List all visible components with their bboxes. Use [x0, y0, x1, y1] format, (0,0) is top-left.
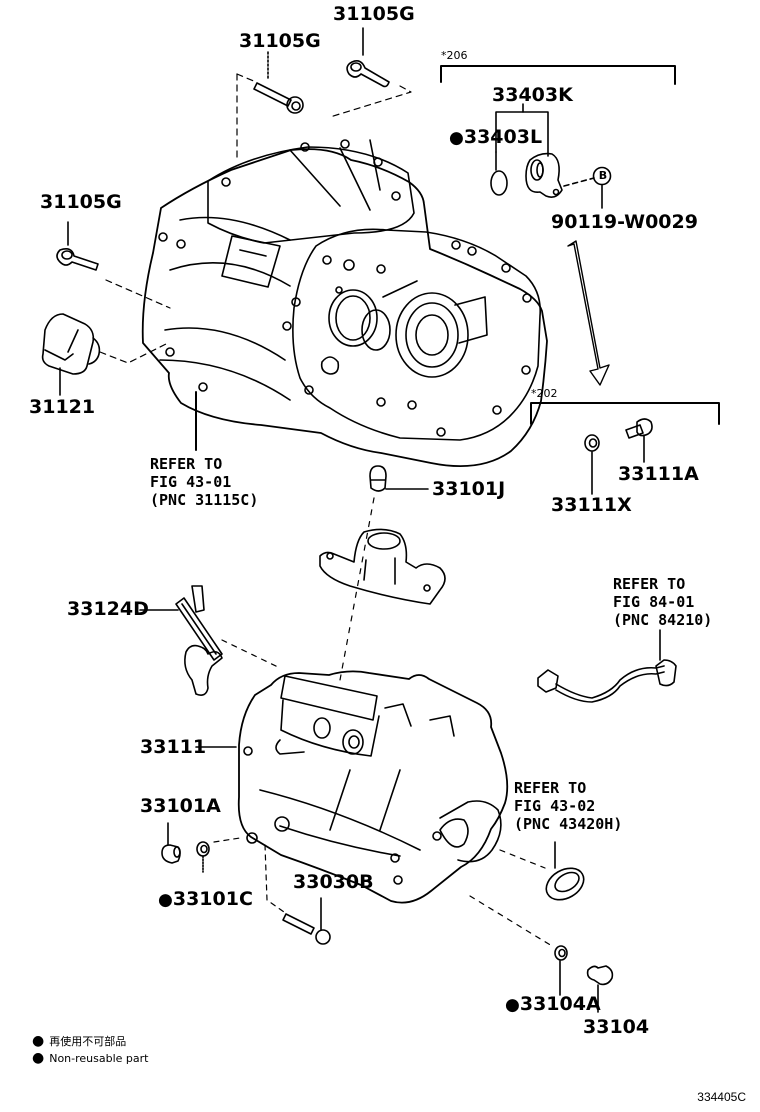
reference-fig-43-01[interactable]: REFER TO FIG 43-01 (PNC 31115C) — [150, 455, 259, 509]
part-label-33104[interactable]: 33104 — [583, 1016, 650, 1038]
dash-33030B — [265, 845, 284, 912]
legend-text-en: Non-reusable part — [49, 1052, 149, 1065]
group-202-bracket — [531, 403, 719, 424]
bolt-31105G-top[interactable] — [347, 61, 389, 87]
bolt-31105G-mid[interactable] — [254, 83, 303, 113]
gasket-33104A[interactable] — [555, 946, 567, 960]
breather-plug-33101J[interactable] — [370, 466, 386, 491]
dash-33124D — [222, 640, 280, 668]
legend-row-en: ● Non-reusable part — [32, 1050, 148, 1067]
legend-text-jp: 再使用不可部品 — [49, 1035, 127, 1048]
group-label-206: *206 — [441, 49, 468, 62]
drain-plug-33101A[interactable] — [162, 845, 180, 863]
part-label-33403K[interactable]: 33403K — [492, 84, 573, 106]
part-label-33030B[interactable]: 33030B — [293, 871, 374, 893]
oil-seal[interactable] — [541, 862, 590, 906]
plug-33104[interactable] — [588, 966, 613, 984]
part-label-33124D[interactable]: 33124D — [67, 598, 149, 620]
reference-fig-84-01[interactable]: REFER TO FIG 84-01 (PNC 84210) — [613, 575, 713, 629]
dash-33101A — [214, 838, 240, 842]
washer-33111X[interactable] — [585, 435, 599, 451]
gasket-33101C[interactable] — [197, 842, 209, 856]
reference-fig-43-02[interactable]: REFER TO FIG 43-02 (PNC 43420H) — [514, 779, 623, 833]
clutch-housing[interactable] — [143, 140, 547, 466]
clutch-housing-rear-flange — [283, 229, 540, 440]
speed-sensor-wire[interactable] — [538, 660, 676, 702]
lever-33124D[interactable] — [176, 586, 222, 695]
group-206-bracket — [441, 66, 675, 84]
non-reusable-dot-icon: ● — [32, 1050, 45, 1066]
o-ring-33403L[interactable] — [491, 171, 507, 195]
non-reusable-dot-icon: ● — [32, 1033, 45, 1049]
part-label-33403L[interactable]: 33403L — [449, 128, 542, 147]
part-label-31121[interactable]: 31121 — [29, 396, 96, 418]
bolt-31105G-left[interactable] — [57, 249, 98, 270]
part-label-33101A[interactable]: 33101A — [140, 795, 221, 817]
part-label-33111[interactable]: 33111 — [140, 736, 207, 758]
sensor-31121[interactable] — [43, 314, 100, 374]
marker-b — [564, 168, 611, 209]
transaxle-case-33111[interactable] — [239, 671, 508, 902]
dash-31121 — [100, 343, 168, 363]
part-label-31105G-mid[interactable]: 31105G — [239, 30, 321, 52]
speedometer-sleeve[interactable] — [526, 154, 562, 198]
bolt-33030B[interactable] — [283, 914, 330, 944]
part-label-90119-W0029[interactable]: 90119-W0029 — [551, 211, 698, 233]
dash-33101J — [340, 498, 374, 680]
part-label-31105G-left[interactable]: 31105G — [40, 191, 122, 213]
legend: ● 再使用不可部品 ● Non-reusable part — [32, 1033, 148, 1067]
part-label-33101C[interactable]: 33101C — [158, 890, 253, 909]
arrow-206-to-202 — [568, 241, 609, 385]
part-label-33104A[interactable]: 33104A — [505, 995, 601, 1014]
dash-31105G-left — [106, 280, 170, 308]
part-label-33101J[interactable]: 33101J — [432, 478, 506, 500]
part-label-33111A[interactable]: 33111A — [618, 463, 699, 485]
part-label-31105G-top[interactable]: 31105G — [333, 3, 415, 25]
dash-oil-seal — [500, 850, 545, 868]
shift-lever-housing[interactable] — [320, 529, 445, 604]
bolt-33111A[interactable] — [626, 419, 652, 438]
legend-row-jp: ● 再使用不可部品 — [32, 1033, 148, 1050]
part-label-33111X[interactable]: 33111X — [551, 494, 632, 516]
figure-number: 334405C — [697, 1090, 746, 1104]
group-label-202: *202 — [531, 387, 558, 400]
alignment-dash-lines-top — [237, 74, 411, 160]
marker-b-label: B — [598, 169, 608, 182]
dash-33104 — [470, 896, 552, 946]
